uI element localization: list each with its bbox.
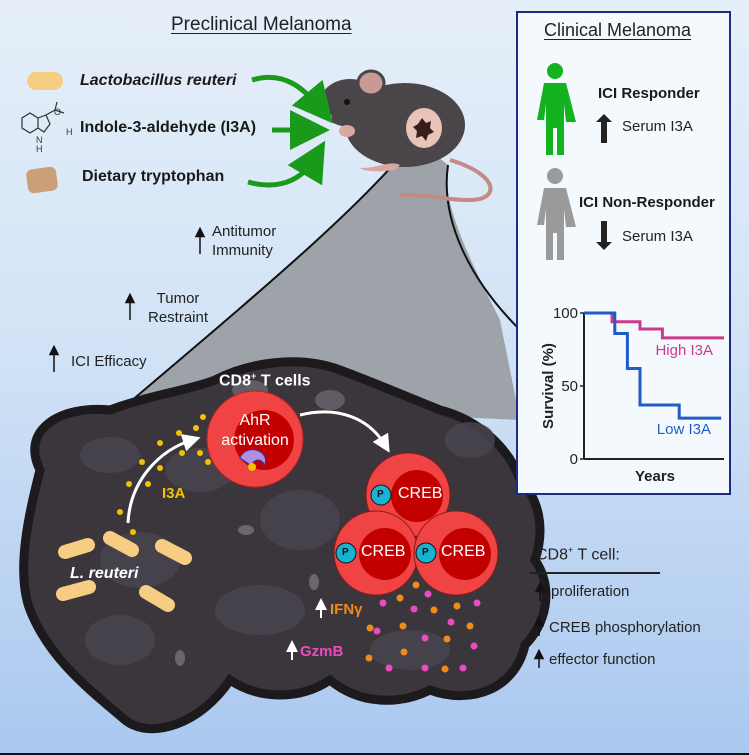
ahr-line2: activation — [221, 432, 289, 449]
summary-item-effector: effector function — [549, 651, 656, 668]
i3a-label: I3A — [162, 485, 186, 502]
phospho-label-top: P — [377, 489, 384, 500]
phospho-label-right: P — [422, 547, 429, 558]
effect-antitumor-line2: Immunity — [212, 242, 273, 259]
summary-title-sup: + — [568, 545, 574, 555]
structure-nh-hydrogen: H — [36, 144, 43, 154]
ahr-activation-label: AhR activation — [207, 411, 303, 451]
source-tryptophan: Dietary tryptophan — [82, 168, 225, 185]
summary-divider — [530, 572, 660, 574]
zoom-cone-edge-right — [445, 164, 521, 331]
ahr-to-creb-arrow — [299, 410, 390, 453]
effect-restraint-line2: Restraint — [148, 309, 209, 326]
summary-title-text: CD8 — [536, 546, 569, 564]
summary-title: CD8+ T cell: — [536, 545, 620, 564]
x-axis-label: Years — [635, 468, 675, 485]
cd8-rest: T cells — [256, 372, 311, 390]
preclinical-title: Preclinical Melanoma — [171, 14, 352, 35]
series-high-i3a — [584, 311, 724, 340]
i3a-molecules — [117, 414, 211, 535]
mouse-tail — [399, 158, 493, 203]
gzmb-label: GzmB — [300, 643, 344, 660]
effect-antitumor: Antitumor Immunity — [212, 222, 276, 260]
source-lactobacillus: Lactobacillus reuteri — [80, 72, 237, 89]
creb-label-top: CREB — [398, 485, 443, 502]
mouse-illustration — [320, 69, 493, 203]
responder-label: ICI Responder — [598, 85, 700, 102]
structure-nitrogen: N — [36, 135, 43, 145]
legend-low-i3a: Low I3A — [657, 421, 711, 438]
y-tick-label-100: 100 — [553, 305, 578, 322]
effect-restraint: Tumor Restraint — [148, 289, 208, 327]
summary-item-proliferation: proliferation — [551, 583, 630, 600]
pill-icon — [26, 166, 58, 194]
cd8-t-cells-label: CD8+ T cells — [219, 371, 311, 390]
source-i3a: Indole-3-aldehyde (I3A) — [80, 119, 257, 136]
l-reuteri-label: L. reuteri — [70, 565, 139, 582]
structure-oxygen: O — [54, 107, 62, 117]
mouse-paw — [339, 125, 355, 137]
tumor-spots — [175, 525, 319, 666]
nonresponder-serum: Serum I3A — [622, 228, 693, 245]
structure-hydrogen: H — [66, 127, 73, 137]
summary-item-creb: CREB phosphorylation — [549, 619, 701, 636]
clinical-title: Clinical Melanoma — [544, 20, 692, 40]
i3a-flow-arrow — [126, 434, 201, 524]
y-tick-label-50: 50 — [561, 378, 578, 395]
mouse-ear — [356, 69, 386, 97]
creb-cell-left — [333, 510, 419, 596]
ahr-cell — [206, 390, 304, 488]
ifng-molecules — [365, 581, 474, 673]
creb-label-right: CREB — [441, 543, 486, 560]
mouse-eye — [344, 99, 350, 105]
green-arrow-top — [251, 74, 333, 124]
ahr-line1: AhR — [239, 412, 271, 429]
creb-cell-right — [413, 510, 499, 596]
green-arrow-bottom — [247, 140, 326, 188]
nonresponder-label: ICI Non-Responder — [579, 194, 715, 211]
phospho-markers — [335, 484, 437, 564]
y-tick-label-0: 0 — [570, 451, 578, 468]
mouse-leg — [360, 163, 400, 172]
cd8-text: CD8 — [219, 372, 252, 390]
bacterium-icon — [27, 72, 63, 90]
bacteria — [56, 531, 192, 612]
effect-efficacy: ICI Efficacy — [71, 353, 147, 370]
y-axis-label: Survival (%) — [540, 343, 557, 429]
summary-title-rest: T cell: — [573, 546, 620, 564]
gzmb-molecules — [373, 590, 481, 672]
effect-restraint-line1: Tumor — [156, 290, 200, 307]
effect-antitumor-line1: Antitumor — [212, 223, 277, 240]
ifng-label: IFNγ — [330, 601, 363, 618]
zoom-cone — [130, 138, 520, 420]
legend-high-i3a: High I3A — [655, 342, 713, 359]
series-low-i3a — [584, 311, 722, 420]
cd8-sup: + — [251, 371, 257, 381]
ahr-receptor-icon — [239, 449, 267, 468]
indole-structure-icon — [21, 101, 65, 134]
mouse-tumor-core — [413, 118, 434, 141]
phospho-label-left: P — [342, 547, 349, 558]
creb-label-left: CREB — [361, 543, 406, 560]
responder-serum: Serum I3A — [622, 118, 693, 135]
